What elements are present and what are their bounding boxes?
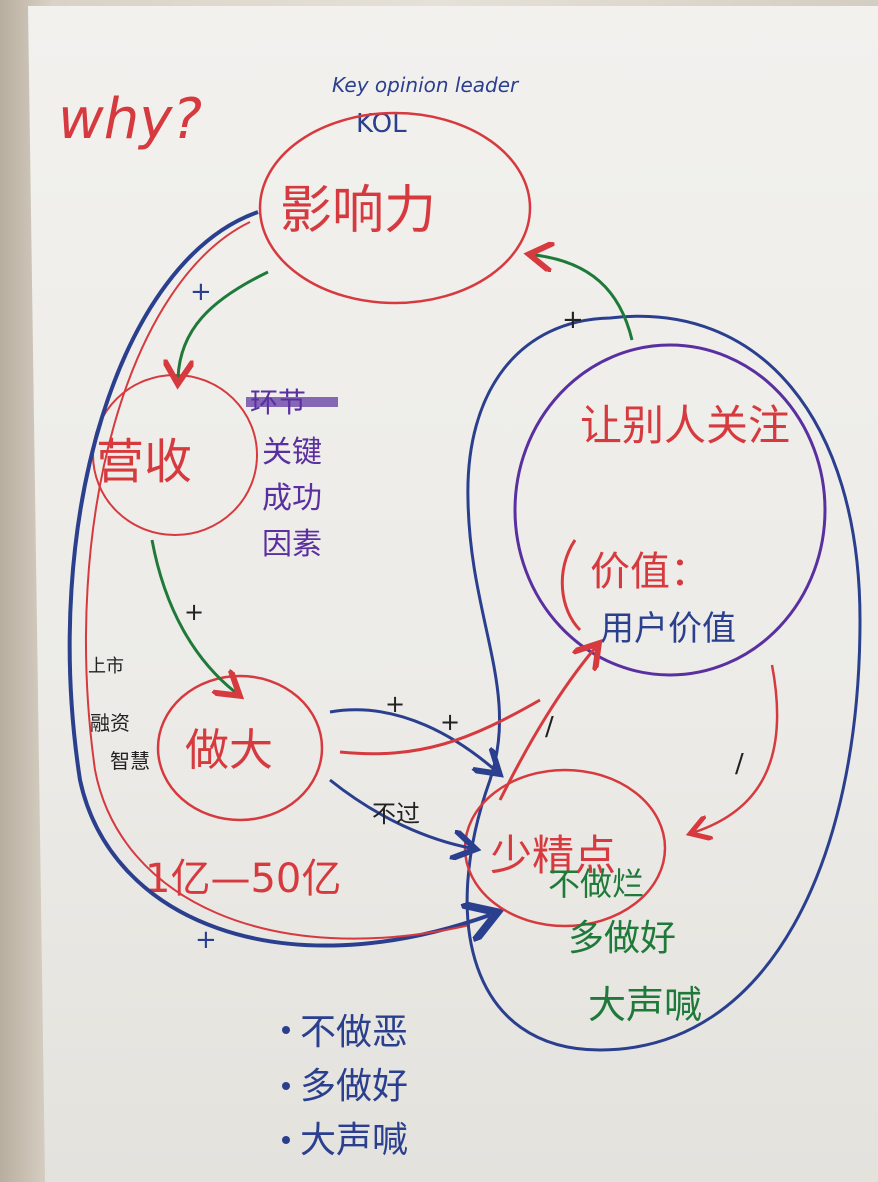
minus-sign: / [545, 712, 554, 742]
value-fewproducts-arrow [695, 664, 779, 832]
plus-sign: + [385, 690, 405, 718]
listing-note-2: 融资 [90, 711, 130, 735]
green-note-3: 大声喊 [588, 983, 702, 1027]
revenue-range: 1亿—50亿 [145, 856, 341, 902]
bullet-1: 不做恶 [300, 1012, 408, 1053]
green-note-1: 不做烂 [548, 865, 644, 903]
bullet-dot [282, 1026, 290, 1034]
plus-sign: + [195, 925, 217, 955]
value-paren [560, 539, 582, 632]
listing-note: 上市 [88, 656, 124, 677]
left-red-loop [85, 221, 471, 940]
attention-circle [513, 343, 827, 677]
left-blue-loop [67, 210, 490, 948]
factor-2: 成功 [262, 481, 322, 516]
expand-label: 做大 [185, 725, 273, 776]
green-note-2: 多做好 [568, 918, 676, 959]
plus-sign: + [184, 598, 204, 626]
plus-sign: + [440, 708, 460, 736]
flipchart-paper [28, 6, 878, 1182]
bullet-dot [282, 1136, 290, 1144]
few-products-label: 少精点 [490, 831, 616, 880]
influence-label: 影响力 [280, 181, 436, 241]
not-pass-label: 不过 [372, 800, 420, 828]
bullet-2: 多做好 [300, 1066, 408, 1107]
bullet-dot [282, 1082, 290, 1090]
influence-circle [258, 111, 532, 305]
profit-expand-arrow [150, 539, 235, 692]
title-text: why? [58, 87, 202, 152]
bullet-3: 大声喊 [300, 1120, 408, 1161]
kol-subtitle: Key opinion leader [332, 73, 520, 97]
expand-fewproducts-arrow [329, 708, 495, 770]
plus-sign: + [190, 277, 212, 307]
factor-3: 因素 [262, 527, 322, 562]
user-value-label: 用户价值 [600, 609, 736, 649]
factor-1: 关键 [262, 435, 322, 470]
fewproducts-value-arrow [498, 648, 595, 801]
plus-sign: + [562, 305, 584, 335]
expand-fewproducts-red [339, 698, 541, 756]
value-label: 价值： [590, 549, 710, 595]
influence-profit-arrow [178, 270, 269, 378]
attention-influence-arrow [535, 255, 634, 341]
right-blue-loop [465, 314, 862, 1052]
not-pass-arrow [329, 778, 470, 848]
attention-label: 让别人关注 [580, 401, 790, 450]
minus-sign: / [735, 749, 744, 779]
listing-note-3: 智慧 [110, 749, 150, 773]
profit-label: 营收 [96, 434, 192, 490]
